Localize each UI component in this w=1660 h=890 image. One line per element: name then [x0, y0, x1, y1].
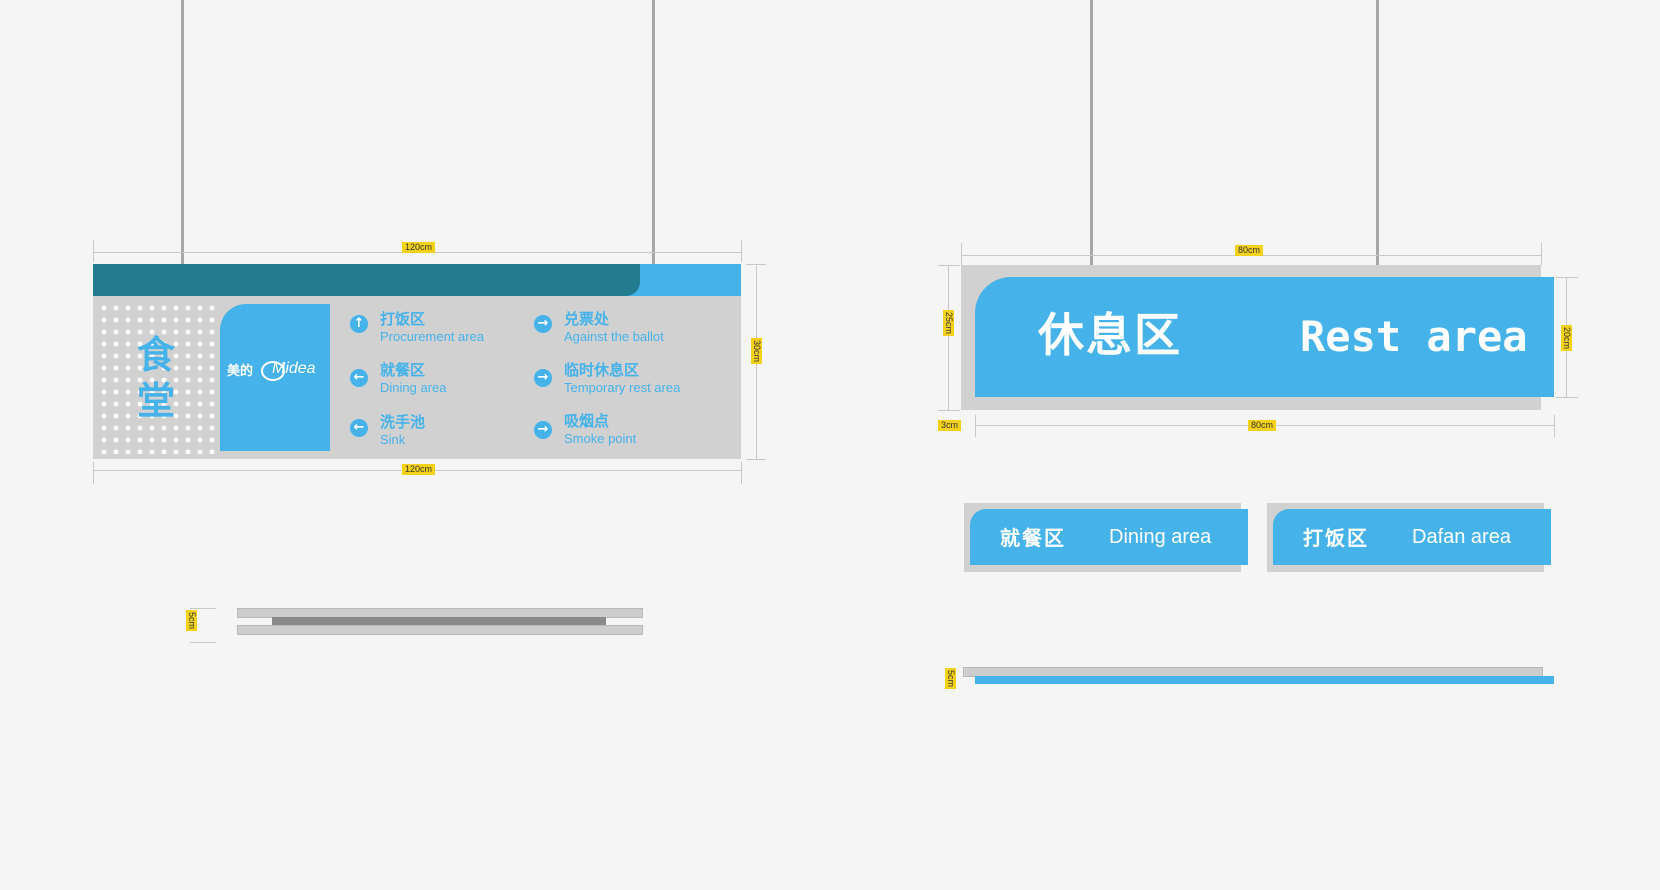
hanging-rod-left	[1090, 0, 1093, 267]
direction-en-ballot: Against the ballot	[564, 329, 664, 344]
depth-label: 5cm	[945, 668, 956, 690]
width-label-bottom: 120cm	[402, 464, 436, 475]
title-char-top: 食	[137, 333, 176, 377]
hanging-rod-left	[181, 0, 184, 264]
direction-zh-dining: 就餐区	[380, 361, 426, 379]
height-label-left: 25cm	[943, 310, 954, 337]
rest-title-zh: 休息区	[1038, 308, 1182, 362]
arrow-up-icon: ↑	[350, 315, 368, 333]
inner-width-label-bottom: 80cm	[1248, 420, 1277, 431]
brand-logo-m-icon	[261, 361, 285, 381]
brand-cn: 美的	[227, 364, 254, 379]
inner-height-label-right: 20cm	[1561, 325, 1572, 352]
depth-view-core	[272, 617, 606, 625]
direction-en-sink: Sink	[380, 432, 406, 447]
depth-view-bottom-plate	[237, 625, 643, 635]
arrow-left-icon: ←	[350, 419, 368, 437]
hanging-rod-right	[652, 0, 655, 264]
dimension-line-left	[948, 265, 949, 410]
brand-en: Midea	[272, 360, 316, 377]
direction-en-dining: Dining area	[380, 380, 447, 395]
title-char-bottom: 堂	[137, 379, 176, 423]
direction-en-smoke: Smoke point	[564, 431, 637, 446]
direction-zh-procurement: 打饭区	[380, 310, 426, 328]
hanging-rod-right	[1376, 0, 1379, 267]
width-label-top: 80cm	[1235, 245, 1264, 256]
small-sign-dining-zh: 就餐区	[1000, 526, 1066, 550]
width-label-top: 120cm	[402, 242, 436, 253]
small-sign-dafan-zh: 打饭区	[1303, 526, 1369, 550]
depth-view-front-plate	[975, 676, 1554, 684]
direction-en-rest: Temporary rest area	[564, 380, 681, 395]
arrow-right-icon: →	[534, 369, 552, 387]
small-sign-dining-en: Dining area	[1109, 526, 1212, 548]
arrow-right-icon: →	[534, 315, 552, 333]
arrow-right-icon: →	[534, 421, 552, 439]
sign-front-plate	[975, 277, 1554, 397]
small-sign-dafan-front	[1273, 509, 1551, 565]
small-sign-dining-front	[970, 509, 1248, 565]
small-sign-dafan-en: Dafan area	[1412, 526, 1511, 548]
direction-zh-sink: 洗手池	[380, 413, 426, 431]
depth-label: 5cm	[186, 610, 197, 632]
direction-zh-rest: 临时休息区	[564, 361, 640, 379]
dot-pattern	[98, 302, 216, 454]
rest-title-en: Rest area	[1300, 312, 1528, 361]
direction-zh-smoke: 吸烟点	[564, 412, 610, 430]
direction-zh-ballot: 兑票处	[564, 310, 610, 328]
arrow-left-icon: ←	[350, 369, 368, 387]
direction-en-procurement: Procurement area	[380, 329, 485, 344]
offset-label: 3cm	[938, 420, 962, 431]
sign-top-bar-teal	[93, 264, 640, 296]
height-label-right: 30cm	[751, 338, 762, 365]
